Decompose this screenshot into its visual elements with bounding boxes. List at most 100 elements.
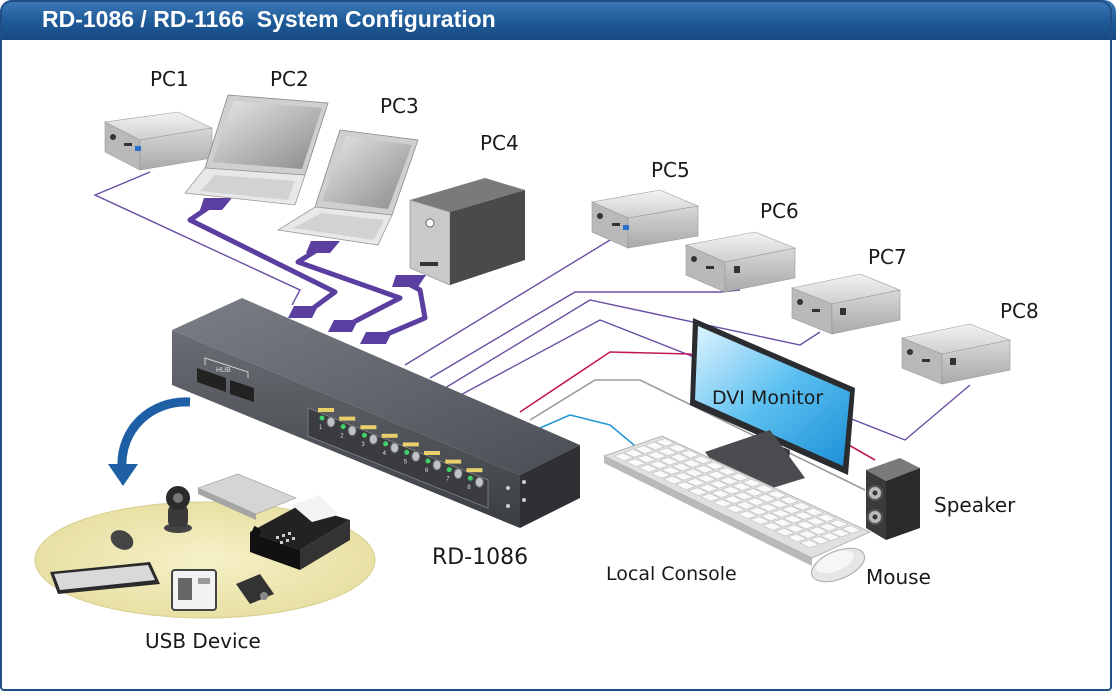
mouse-label: Mouse bbox=[866, 565, 931, 589]
keyboard-key bbox=[669, 453, 690, 462]
dvi-monitor bbox=[690, 318, 855, 498]
keyboard-key bbox=[816, 513, 837, 522]
keyboard-key bbox=[638, 464, 659, 473]
keyboard-key bbox=[745, 497, 767, 506]
keyboard-key bbox=[799, 539, 820, 548]
keyboard-key bbox=[708, 480, 729, 489]
pc2-label: PC2 bbox=[270, 67, 309, 91]
pc1-label: PC1 bbox=[150, 67, 189, 91]
keyboard-key bbox=[712, 499, 733, 508]
pc1-cable bbox=[93, 171, 301, 306]
gray-cable bbox=[529, 379, 866, 491]
speaker-device bbox=[866, 458, 920, 540]
keyboard-key bbox=[766, 490, 787, 499]
pc6-label: PC6 bbox=[760, 199, 799, 223]
port-5-button bbox=[411, 450, 421, 462]
webcam bbox=[164, 486, 192, 533]
port-4-button bbox=[390, 442, 400, 454]
keyboard-key bbox=[681, 459, 703, 468]
fax-machine bbox=[250, 495, 350, 570]
keyboard-key bbox=[782, 515, 804, 524]
pc8-label: PC8 bbox=[1000, 299, 1039, 323]
keyboard-key bbox=[696, 474, 717, 483]
keyboard-key bbox=[675, 481, 696, 490]
keyboard-key bbox=[818, 523, 839, 532]
usb-arrow bbox=[117, 397, 191, 469]
port-4-led bbox=[383, 441, 389, 447]
port-5-led bbox=[404, 449, 410, 455]
keyboard-key bbox=[667, 444, 688, 453]
keyboard-key bbox=[692, 455, 713, 464]
port-1-button bbox=[326, 416, 336, 428]
keyboard-key bbox=[722, 495, 744, 504]
port-7-number: 7 bbox=[446, 477, 450, 483]
keyboard-key bbox=[793, 511, 814, 520]
keyboard-key bbox=[784, 524, 806, 533]
pc6-cable bbox=[429, 291, 720, 379]
keyboard-key bbox=[650, 470, 671, 479]
keyboard-key bbox=[706, 470, 727, 480]
port-4-indicator bbox=[381, 433, 398, 438]
port-8-number: 8 bbox=[467, 485, 471, 491]
keyboard-key bbox=[698, 483, 719, 493]
keyboard-key bbox=[625, 458, 647, 467]
port-6-led bbox=[425, 458, 431, 464]
port-8-led bbox=[467, 475, 473, 481]
console-label: Local Console bbox=[606, 563, 737, 585]
keyboard-key bbox=[648, 460, 669, 469]
keyboard-key bbox=[809, 536, 831, 545]
keyboard-key bbox=[662, 475, 684, 485]
usb-connectors bbox=[200, 198, 426, 344]
pc6-device bbox=[684, 231, 797, 293]
keyboard-key bbox=[634, 445, 655, 454]
keyboard-key bbox=[710, 489, 731, 498]
keyboard-key bbox=[828, 519, 849, 528]
keyboard-key bbox=[671, 462, 692, 472]
switch-label: RD-1086 bbox=[432, 545, 528, 570]
keyboard bbox=[602, 435, 871, 566]
keyboard-key bbox=[660, 466, 682, 475]
keyboard-key bbox=[737, 510, 758, 519]
port-8-indicator bbox=[466, 468, 483, 473]
keyboard-key bbox=[613, 452, 634, 461]
pc7-device bbox=[790, 273, 902, 335]
keyboard-key bbox=[778, 496, 800, 505]
port-3-button bbox=[368, 433, 378, 445]
keyboard-key bbox=[791, 502, 812, 511]
keyboard-key bbox=[770, 509, 791, 518]
pc3-label: PC3 bbox=[380, 94, 419, 118]
port-7-led bbox=[446, 467, 452, 473]
keyboard-key bbox=[658, 457, 680, 466]
keyboard-key bbox=[786, 533, 808, 543]
keyboard-key bbox=[716, 467, 738, 476]
keyboard-key bbox=[762, 522, 783, 531]
keyboard-key bbox=[685, 478, 707, 487]
usb-device-area bbox=[34, 397, 376, 619]
port-6-button bbox=[432, 459, 442, 471]
keyboard-key bbox=[656, 447, 678, 456]
keyboard-key bbox=[720, 486, 742, 495]
usb-device-label: USB Device bbox=[145, 629, 261, 653]
keyboard-key bbox=[772, 518, 793, 527]
port-1-number: 1 bbox=[319, 425, 323, 431]
port-2-led bbox=[340, 424, 346, 430]
port-3-led bbox=[361, 432, 367, 438]
port-8-button bbox=[474, 476, 484, 488]
port-5-indicator bbox=[402, 442, 419, 447]
pc3-device bbox=[276, 129, 419, 246]
keyboard-key bbox=[768, 499, 789, 509]
pc4-label: PC4 bbox=[480, 131, 519, 155]
keyboard-key bbox=[741, 478, 763, 488]
pc4-device bbox=[409, 178, 525, 286]
keyboard-key bbox=[644, 441, 665, 451]
port-1-indicator bbox=[318, 408, 334, 412]
keyboard-key bbox=[797, 530, 818, 539]
port-5-number: 5 bbox=[404, 459, 408, 465]
keyboard-cable bbox=[539, 414, 641, 451]
port-4-number: 4 bbox=[383, 451, 387, 457]
keyboard-key bbox=[623, 449, 645, 458]
hub-label: HUB bbox=[216, 367, 231, 374]
